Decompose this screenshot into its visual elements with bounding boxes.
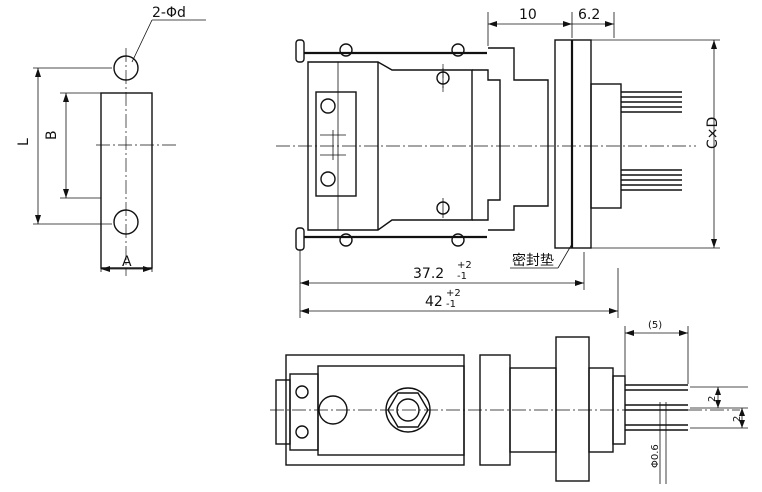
dim-42-tol-lower: -1 xyxy=(446,299,456,310)
hole-callout-label: 2-Φd xyxy=(152,5,186,21)
seal-gasket-label: 密封垫 xyxy=(512,252,554,269)
dim-label-CxD: C×D xyxy=(705,117,721,149)
dim-42-tol-upper: +2 xyxy=(446,288,461,299)
dim-37-2-tol-lower: -1 xyxy=(457,271,467,282)
dim-label-B: B xyxy=(44,130,60,140)
dim-label-37-2: 37.2 xyxy=(413,266,444,282)
dim-label-42: 42 xyxy=(425,294,443,310)
dim-label-pitch-2: 2 xyxy=(732,416,743,422)
dim-label-5: (5) xyxy=(648,320,662,331)
receptacle-shell xyxy=(488,47,549,231)
dim-37-2-tol-upper: +2 xyxy=(457,260,472,271)
dim-label-A: A xyxy=(122,254,132,270)
bottom-socket-flange xyxy=(555,336,590,482)
connector-bottom-view: (5) 2 2 Φ0.6 xyxy=(270,320,748,484)
flange-body xyxy=(100,92,153,269)
dim-label-pitch-1: 2 xyxy=(707,396,718,402)
contact-pins xyxy=(621,91,682,191)
dim-label-L: L xyxy=(16,138,32,146)
top-latch-knob xyxy=(295,39,305,63)
dim-label-10: 10 xyxy=(519,7,537,23)
clamp-block xyxy=(315,91,357,197)
bottom-contact-pins xyxy=(625,384,688,431)
bottom-latch-knob xyxy=(295,227,305,251)
connector-side-view: 10 6.2 C×D 密封垫 37.2 +2 -1 42 +2 -1 xyxy=(276,7,721,318)
seal-callout-leader xyxy=(557,243,573,269)
dim-label-6-2: 6.2 xyxy=(578,7,600,23)
hole-callout-leader xyxy=(131,19,153,63)
flange-end-view: 2-Φd L B A xyxy=(16,5,206,276)
dim-label-pin-dia: Φ0.6 xyxy=(650,444,661,468)
